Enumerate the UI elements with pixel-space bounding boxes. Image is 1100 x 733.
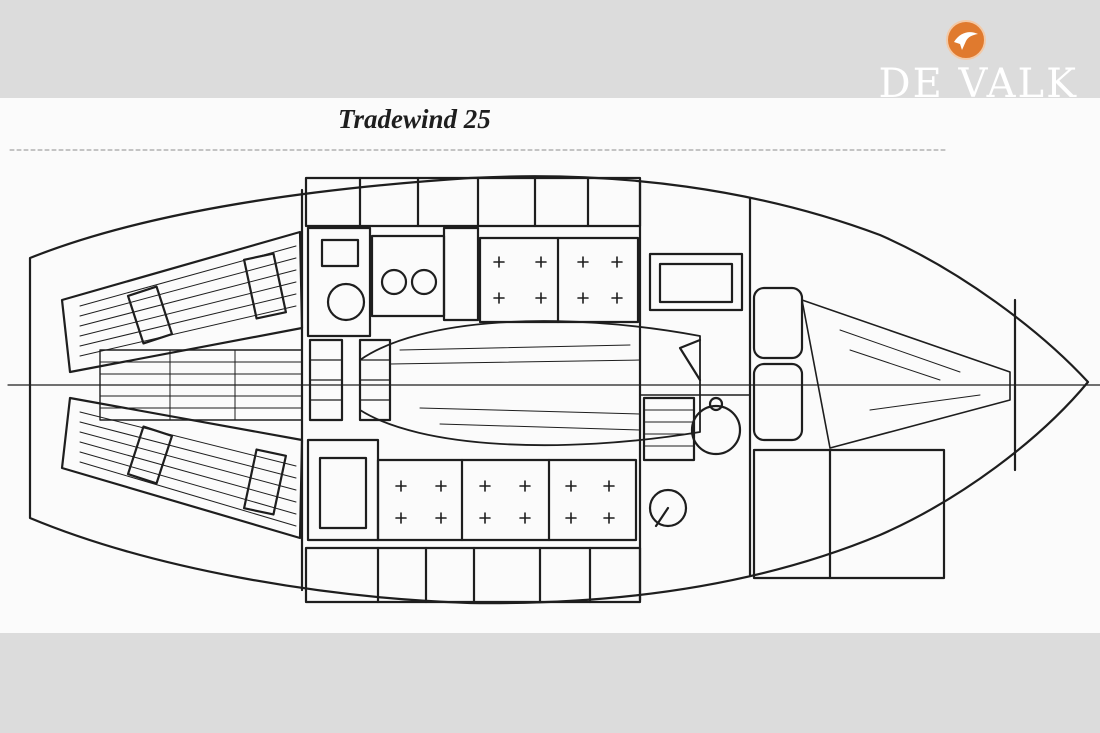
heads-door xyxy=(678,338,702,382)
hanging-locker xyxy=(642,396,696,462)
cockpit-seat-upper xyxy=(60,230,304,374)
galley-basin-icon xyxy=(326,282,366,322)
lockers-upper xyxy=(304,176,642,228)
chart-table-top xyxy=(318,456,368,530)
drawing-title: Tradewind 25 xyxy=(338,104,491,134)
seat-cushion-1 xyxy=(126,285,174,345)
fwd-cushion-lower xyxy=(752,362,804,442)
hawk-logo-icon xyxy=(946,20,986,60)
brand-logo[interactable]: DE VALK xyxy=(868,14,1078,104)
saloon-table xyxy=(359,320,701,447)
sink-drain-icon xyxy=(648,488,688,528)
bottom-band xyxy=(0,633,1100,733)
brand-name: DE VALK xyxy=(878,61,1078,107)
galley-sink-unit xyxy=(306,226,372,338)
galley-sink-icon xyxy=(320,238,360,268)
chart-table xyxy=(306,438,380,542)
heads-basin-unit xyxy=(648,252,744,312)
v-berth xyxy=(801,299,1011,449)
burner-icon-2 xyxy=(410,268,438,296)
drawing-sheet xyxy=(0,98,1100,633)
fwd-locker xyxy=(752,448,946,580)
seat-cushion-3 xyxy=(126,425,174,485)
fwd-cushion-upper xyxy=(752,286,804,360)
burner-icon-1 xyxy=(380,268,408,296)
settee-starboard xyxy=(376,458,638,542)
cockpit-floor xyxy=(99,349,303,421)
seat-cushion-4 xyxy=(242,448,288,516)
basin-icon xyxy=(658,262,734,304)
cockpit-seat-lower xyxy=(60,396,304,540)
top-band xyxy=(0,0,1100,98)
toilet-icon xyxy=(690,404,742,456)
galley-counter xyxy=(442,226,480,322)
seat-cushion-2 xyxy=(242,252,288,320)
